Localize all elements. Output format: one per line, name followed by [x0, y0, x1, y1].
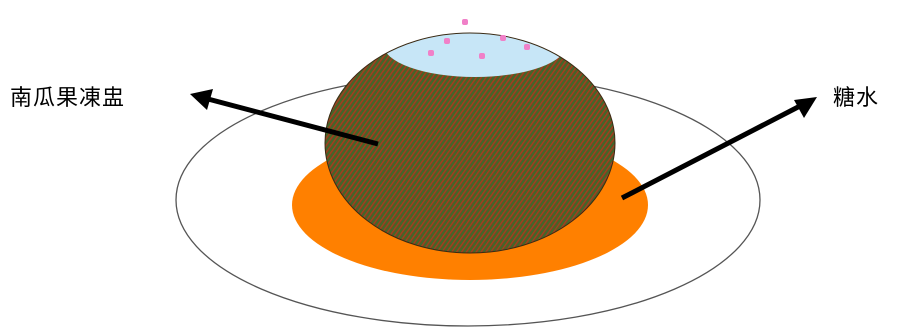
label-syrup: 糖水 — [833, 80, 879, 112]
label-pumpkin-jelly-cup: 南瓜果凍盅 — [10, 80, 125, 112]
jelly-dot — [428, 50, 434, 56]
jelly-dot — [500, 35, 506, 41]
jelly-top — [383, 11, 567, 77]
jelly-dot — [524, 44, 530, 50]
jelly-dot — [462, 19, 468, 25]
arrow-head-icon — [190, 89, 213, 110]
jelly-dot — [444, 38, 450, 44]
jelly-dot — [479, 53, 485, 59]
